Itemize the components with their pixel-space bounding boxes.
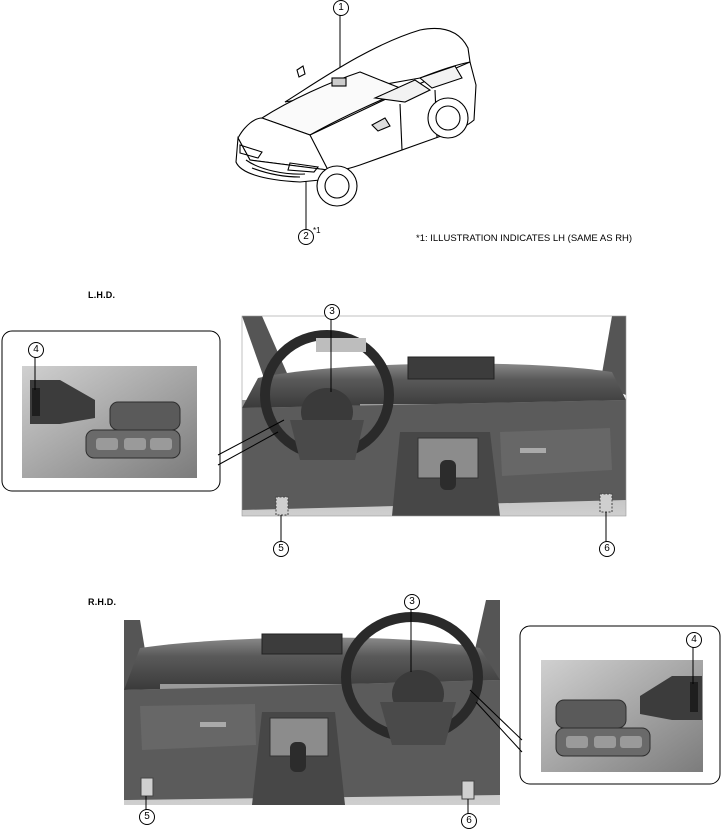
lhd-callout-6: 6: [599, 541, 615, 557]
rhd-callout-5: 5: [139, 809, 155, 825]
rhd-callout-4: 4: [686, 632, 702, 648]
rhd-callout-6: 6: [461, 813, 477, 829]
footnote-marker: *1: [313, 226, 321, 235]
callout-2: 2: [298, 229, 314, 245]
lhd-callout-4: 4: [28, 342, 44, 358]
rhd-label: R.H.D.: [88, 597, 117, 607]
rhd-callout-3: 3: [404, 594, 420, 610]
callout-1: 1: [333, 0, 349, 16]
footnote-text: *1: ILLUSTRATION INDICATES LH (SAME AS R…: [416, 233, 633, 244]
lhd-callout-3: 3: [324, 304, 340, 320]
lhd-callout-5: 5: [273, 541, 289, 557]
lhd-label: L.H.D.: [88, 290, 116, 300]
